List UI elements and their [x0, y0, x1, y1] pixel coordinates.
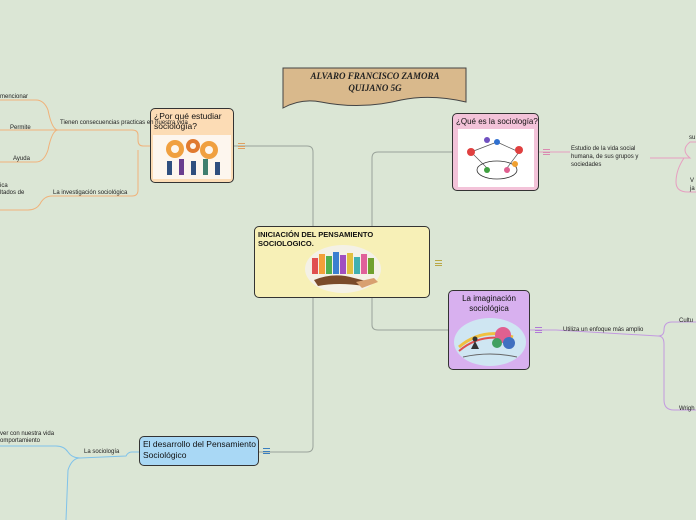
quees-menu-icon[interactable]	[543, 149, 550, 155]
porque-menu-icon[interactable]	[238, 143, 245, 149]
subtopic-enfoque-amplio[interactable]: Utiliza un enfoque más amplio	[563, 327, 644, 333]
subtopic-investigacion[interactable]: La investigación sociológica	[53, 190, 128, 196]
link-central-imaginacion	[371, 298, 448, 331]
subtopic-consecuencias[interactable]: Tienen consecuencias practicas en nuestr…	[60, 120, 188, 126]
leaf-ver-con-vida[interactable]: ver con nuestra vida	[0, 431, 55, 437]
leaf-ayuda[interactable]: Ayuda	[13, 156, 30, 162]
subtopic-la-sociologia[interactable]: La sociología	[84, 449, 120, 455]
leaf-ica[interactable]: ica	[0, 183, 8, 189]
leaf-v[interactable]: V	[690, 178, 695, 184]
title-banner-shape	[282, 67, 467, 109]
desarrollo-menu-icon[interactable]	[263, 448, 270, 454]
imagination-image	[454, 318, 526, 366]
leaf-ja[interactable]: ja	[690, 186, 695, 192]
leaf-permite[interactable]: Permite	[10, 125, 31, 131]
link-central-quees	[371, 151, 452, 226]
leaf-mencionar[interactable]: mencionar	[0, 94, 29, 100]
subtopic-estudio-vida-social[interactable]: Estudio de la vida social humana, de sus…	[571, 146, 639, 168]
leaf-comportamiento[interactable]: omportamiento	[0, 438, 41, 444]
topic-que-es-sociologia[interactable]: ¿Qué es la sociología?	[452, 113, 539, 191]
topic-por-que-estudiar[interactable]: ¿Por qué estudiar sociología?	[150, 108, 234, 183]
imaginacion-menu-icon[interactable]	[535, 327, 542, 333]
topic-desarrollo-label: El desarrollo del Pensamiento Sociológic…	[143, 439, 256, 460]
central-topic[interactable]: INICIACIÓN DEL PENSAMIENTO SOCIOLOGICO.	[254, 226, 430, 298]
link-central-porque	[234, 145, 314, 226]
central-menu-icon[interactable]	[435, 260, 442, 266]
central-topic-label: INICIACIÓN DEL PENSAMIENTO SOCIOLOGICO.	[258, 230, 374, 248]
leaf-su[interactable]: su	[689, 135, 696, 141]
topic-por-que-label: ¿Por qué estudiar sociología?	[154, 111, 222, 131]
gears-image	[153, 135, 231, 179]
crowd-image	[305, 245, 381, 293]
topic-imaginacion-sociologica[interactable]: La imaginación sociológica	[448, 290, 530, 370]
leaf-cultu[interactable]: Cultu	[679, 318, 694, 324]
link-central-desarrollo	[259, 298, 314, 453]
social-groups-image	[458, 129, 534, 187]
topic-imaginacion-label: La imaginación sociológica	[462, 294, 516, 313]
leaf-ltados[interactable]: ltados de	[0, 190, 25, 196]
leaf-wrigh[interactable]: Wrigh	[679, 406, 695, 412]
topic-desarrollo-pensamiento[interactable]: El desarrollo del Pensamiento Sociológic…	[139, 436, 259, 466]
title-banner-text: ALVARO FRANCISCO ZAMORA QUIJANO 5G	[310, 71, 440, 93]
topic-que-es-label: ¿Qué es la sociología?	[456, 117, 538, 126]
